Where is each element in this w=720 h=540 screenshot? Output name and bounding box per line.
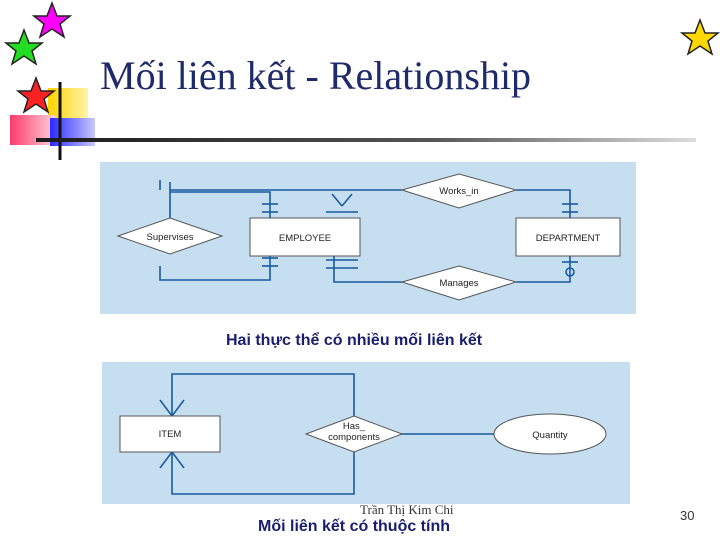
er-diagram-top: Supervises EMPLOYEE DEPARTMENT Works_in … (100, 162, 636, 314)
department-label: DEPARTMENT (536, 233, 601, 244)
has-components-label-line1: Has_ (343, 421, 366, 432)
slide-title: Mối liên kết - Relationship (100, 52, 531, 99)
title-underline (36, 138, 696, 142)
quantity-label: Quantity (532, 430, 568, 441)
footer-author: Trần Thị Kim Chi (360, 502, 454, 518)
works-in-label: Works_in (439, 186, 478, 197)
caption-bottom: Mối liên kết có thuộc tính (258, 518, 450, 536)
supervises-label: Supervises (147, 232, 194, 243)
caption-top: Hai thực thể có nhiều mối liên kết (226, 332, 482, 350)
green-star-icon (6, 30, 42, 64)
yellow-star-icon (682, 20, 718, 54)
manages-label: Manages (439, 278, 478, 289)
yellow-block (48, 88, 88, 118)
magenta-star-icon (34, 3, 70, 37)
has-components-label-line2: components (328, 432, 380, 443)
er-diagram-bottom: ITEM Has_ components Quantity (102, 362, 630, 504)
page-number: 30 (680, 508, 694, 523)
item-label: ITEM (159, 429, 182, 440)
employee-label: EMPLOYEE (279, 233, 331, 244)
